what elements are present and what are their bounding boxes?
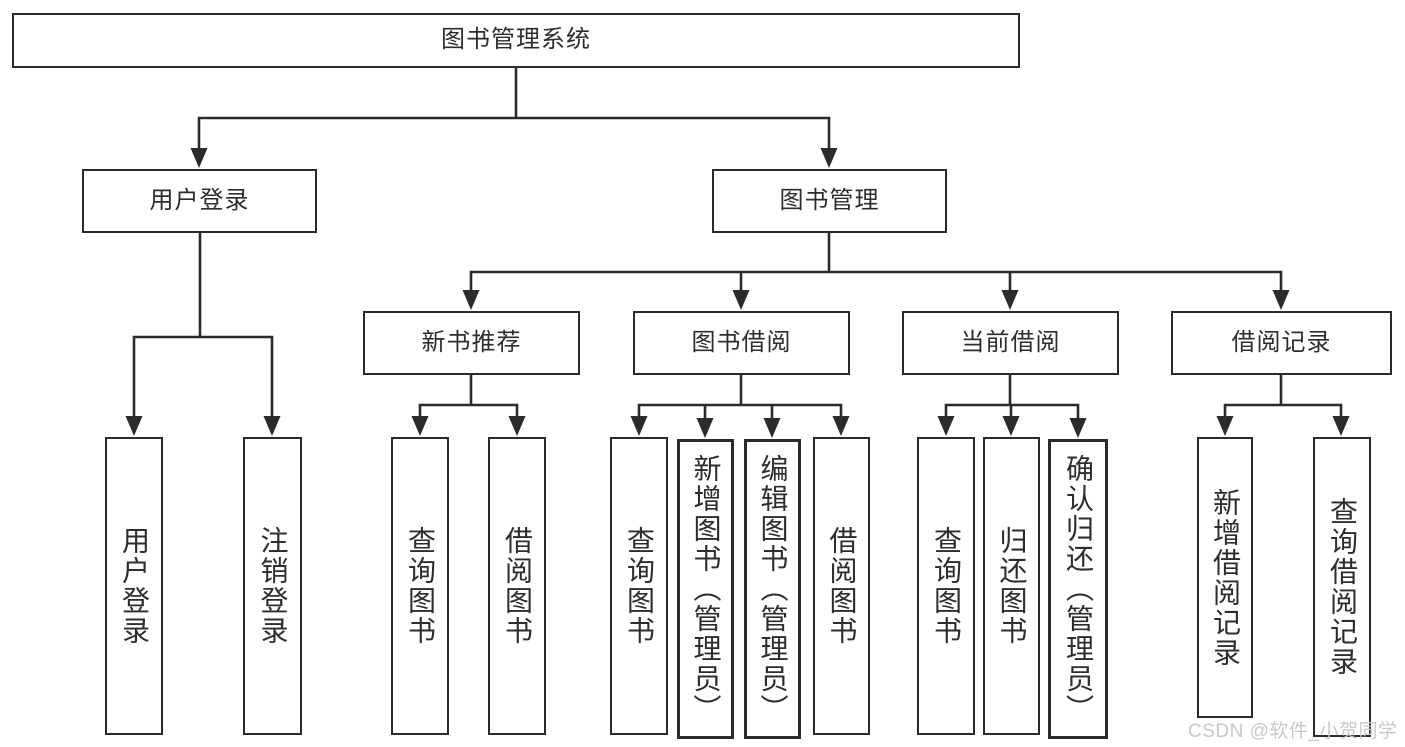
node-library-system: 图书管理系统 <box>12 13 1020 68</box>
node-borrowing-records: 借阅记录 <box>1171 311 1392 375</box>
node-user-login-leaf: 用户登录 <box>105 437 163 735</box>
node-edit-books-admin-label: 编辑图书（管理员） <box>757 454 789 724</box>
node-query-books-borrowing: 查询图书 <box>610 437 668 735</box>
node-logout: 注销登录 <box>243 437 302 735</box>
node-add-books-admin: 新增图书（管理员） <box>677 439 734 739</box>
node-query-books-borrowing-label: 查询图书 <box>624 526 655 646</box>
node-book-borrowing-label: 图书借阅 <box>691 328 792 356</box>
node-book-management: 图书管理 <box>712 169 947 233</box>
node-current-borrowing: 当前借阅 <box>902 311 1119 375</box>
node-return-books-label: 归还图书 <box>996 526 1028 646</box>
node-current-borrowing-label: 当前借阅 <box>960 328 1061 356</box>
node-query-books-recommend-label: 查询图书 <box>405 526 436 646</box>
node-query-borrow-record: 查询借阅记录 <box>1313 437 1371 737</box>
node-borrow-books-recommend: 借阅图书 <box>488 437 546 735</box>
node-user-login: 用户登录 <box>82 169 317 233</box>
node-book-management-label: 图书管理 <box>779 186 880 214</box>
node-add-books-admin-label: 新增图书（管理员） <box>690 454 722 724</box>
node-logout-label: 注销登录 <box>257 526 289 646</box>
node-library-system-label: 图书管理系统 <box>441 26 591 54</box>
node-confirm-return-admin: 确认归还（管理员） <box>1048 439 1108 739</box>
node-user-login-label: 用户登录 <box>149 186 250 214</box>
node-new-book-recommend-label: 新书推荐 <box>421 328 522 356</box>
node-new-book-recommend: 新书推荐 <box>363 311 580 375</box>
node-borrow-books-borrowing: 借阅图书 <box>813 437 870 735</box>
node-edit-books-admin: 编辑图书（管理员） <box>744 439 801 739</box>
watermark: CSDN @软件_小贺同学 <box>1188 721 1398 742</box>
node-add-borrow-record-label: 新增借阅记录 <box>1210 487 1241 668</box>
node-user-login-leaf-label: 用户登录 <box>119 526 150 646</box>
node-borrowing-records-label: 借阅记录 <box>1231 328 1332 356</box>
node-query-books-recommend: 查询图书 <box>391 437 449 735</box>
node-return-books: 归还图书 <box>983 437 1040 735</box>
node-confirm-return-admin-label: 确认归还（管理员） <box>1063 454 1094 724</box>
node-add-borrow-record: 新增借阅记录 <box>1197 437 1253 718</box>
node-query-borrow-record-label: 查询借阅记录 <box>1327 497 1358 677</box>
node-query-books-current: 查询图书 <box>917 437 975 735</box>
arrowheads <box>125 148 1350 438</box>
node-borrow-books-recommend-label: 借阅图书 <box>502 526 533 646</box>
node-query-books-current-label: 查询图书 <box>931 526 962 646</box>
node-borrow-books-borrowing-label: 借阅图书 <box>826 526 858 646</box>
node-book-borrowing: 图书借阅 <box>633 311 850 375</box>
